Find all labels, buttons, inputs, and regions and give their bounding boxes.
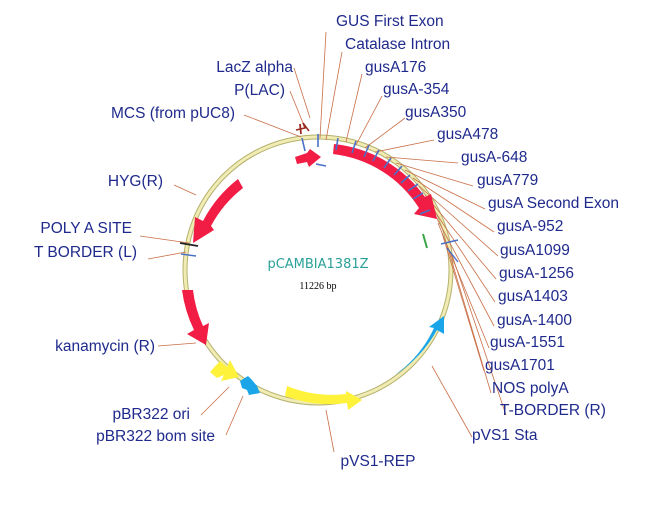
gus-first-exon-arrow <box>295 149 321 167</box>
label-t-border-r: T-BORDER (R) <box>500 402 606 419</box>
plasmid-size: 11226 bp <box>299 281 336 292</box>
label-pvs1-rep: pVS1-REP <box>341 453 416 470</box>
mcs-tick <box>299 123 302 135</box>
label-mcs: MCS (from pUC8) <box>111 105 235 122</box>
leader-lines <box>139 31 507 453</box>
label-gusa-648: gusA-648 <box>461 149 527 166</box>
label-gusa-1400: gusA-1400 <box>497 312 572 329</box>
label-gusa350: gusA350 <box>405 104 467 121</box>
label-gusa779: gusA779 <box>477 172 538 189</box>
pbr322-bom-site-arrow <box>240 376 260 395</box>
t-border-r-tick <box>446 247 459 263</box>
label-plac: P(LAC) <box>234 82 285 99</box>
label-t-border-l: T BORDER (L) <box>34 244 137 261</box>
label-gusa-1551: gusA-1551 <box>490 334 565 351</box>
label-hyg-r: HYG(R) <box>108 173 163 190</box>
label-lacz-alpha: LacZ alpha <box>216 59 293 76</box>
label-poly-a-site: POLY A SITE <box>40 220 132 237</box>
plac-promoter-arrow <box>295 122 310 132</box>
pvs1-rep-arrow <box>285 386 362 410</box>
pbr322-ori-arrow <box>210 360 239 381</box>
label-kanamycin: kanamycin (R) <box>55 338 155 355</box>
label-pbr322-bom-site: pBR322 bom site <box>96 428 215 445</box>
label-gusa1403: gusA1403 <box>498 288 568 305</box>
label-gusa1701: gusA1701 <box>485 357 555 374</box>
site-ticks <box>301 134 459 245</box>
hyg-r-arrow <box>193 179 243 243</box>
label-gusa1099: gusA1099 <box>500 242 570 259</box>
label-gusa-1256: gusA-1256 <box>499 265 574 282</box>
label-gusa176: gusA176 <box>365 59 426 76</box>
kanamycin-r-arrow <box>182 290 209 345</box>
nos-polya-tick <box>422 233 428 249</box>
poly-a-site-tick <box>180 253 197 257</box>
label-gusa-354: gusA-354 <box>383 81 450 98</box>
t-border-l-tick <box>179 242 199 247</box>
label-gusa478: gusA478 <box>437 126 498 143</box>
label-gus-first-exon: GUS First Exon <box>336 13 444 30</box>
label-pbr322-ori: pBR322 ori <box>112 406 190 423</box>
pvs1-sta-arrow <box>395 316 444 375</box>
label-gusa-second-exon: gusA Second Exon <box>488 195 619 212</box>
label-nos-polya: NOS polyA <box>492 380 569 397</box>
label-catalase-intron: Catalase Intron <box>345 36 450 53</box>
label-gusa-952: gusA-952 <box>497 218 563 235</box>
plasmid-name: pCAMBIA1381Z <box>267 257 368 272</box>
label-pvs1-sta: pVS1 Sta <box>472 427 538 444</box>
